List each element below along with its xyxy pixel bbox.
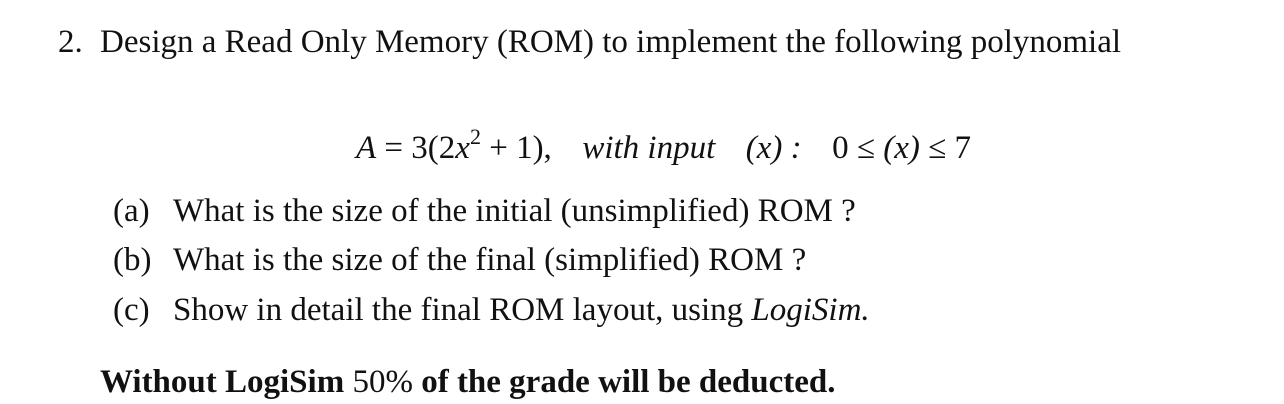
grading-note: Without LogiSim 50% of the grade will be… bbox=[100, 362, 836, 402]
note-percent: 50% bbox=[352, 364, 413, 400]
equation-equals: = bbox=[384, 130, 404, 166]
part-c: (c) Show in detail the final ROM layout, … bbox=[113, 290, 870, 330]
part-c-text: Show in detail the final ROM layout, usi… bbox=[173, 292, 744, 328]
equation-variable: x bbox=[455, 130, 470, 166]
part-a: (a) What is the size of the initial (unsi… bbox=[113, 191, 856, 231]
equation-rhs-prefix: 3(2 bbox=[411, 130, 456, 166]
polynomial-equation: A = 3(2x2 + 1), with input (x) : 0 ≤ (x)… bbox=[356, 117, 971, 168]
equation-exponent: 2 bbox=[469, 124, 481, 149]
equation-range-high: ≤ 7 bbox=[928, 130, 972, 166]
part-a-text: What is the size of the initial (unsimpl… bbox=[173, 193, 856, 229]
equation-range-var: (x) bbox=[883, 130, 920, 166]
part-b: (b) What is the size of the final (simpli… bbox=[113, 240, 806, 280]
equation-input-expr: (x) : bbox=[745, 130, 802, 166]
note-after: of the grade will be deducted. bbox=[421, 364, 836, 400]
question-text: Design a Read Only Memory (ROM) to imple… bbox=[100, 24, 1122, 60]
question-heading: 2. Design a Read Only Memory (ROM) to imp… bbox=[58, 22, 1121, 62]
part-c-label: (c) bbox=[113, 292, 150, 328]
part-b-label: (b) bbox=[113, 242, 152, 278]
equation-rhs-suffix: + 1), bbox=[489, 130, 552, 166]
question-number: 2. bbox=[58, 24, 83, 60]
equation-with-label: with input bbox=[582, 130, 716, 166]
part-a-label: (a) bbox=[113, 193, 150, 229]
part-b-text: What is the size of the final (simplifie… bbox=[173, 242, 807, 278]
equation-range-low: 0 ≤ bbox=[832, 130, 875, 166]
part-c-emphasis: LogiSim. bbox=[751, 292, 870, 328]
note-before: Without LogiSim bbox=[100, 364, 345, 400]
equation-lhs: A bbox=[356, 130, 377, 166]
